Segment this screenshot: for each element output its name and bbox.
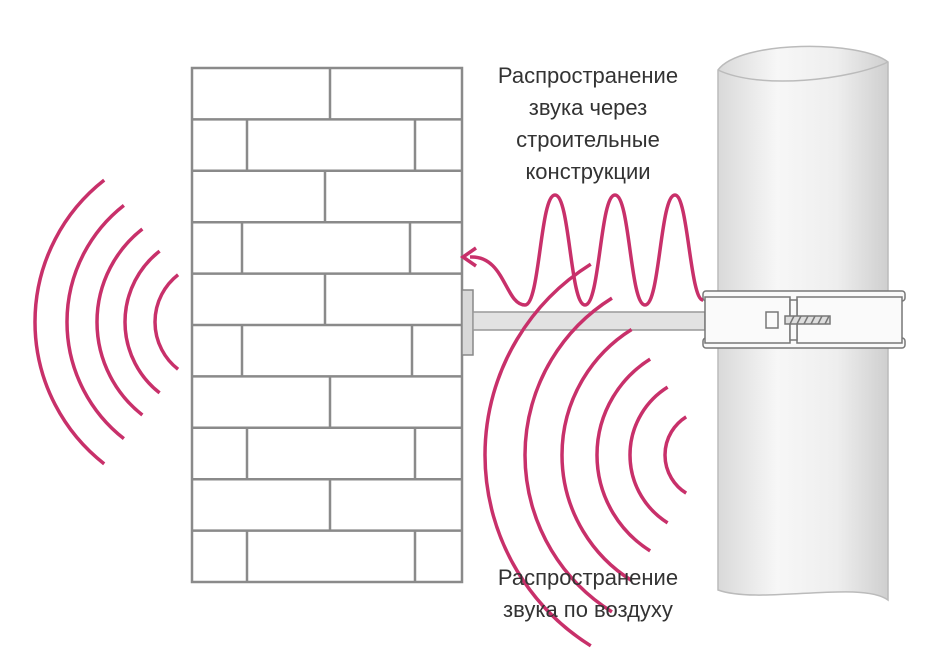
sound-wave-arc <box>123 249 161 395</box>
arrow-head-icon <box>459 246 477 268</box>
airborne-sound-waves <box>483 262 688 648</box>
wall-plate <box>461 289 474 356</box>
sound-wave-arc <box>95 227 144 417</box>
airborne-label: Распространение звука по воздуху <box>478 562 698 626</box>
label-line: Распространение <box>497 63 679 88</box>
label-line: конструкции <box>525 159 651 184</box>
brick-wall <box>190 66 464 584</box>
pipe-clamp <box>702 290 906 349</box>
sound-wave-arc <box>483 262 592 648</box>
structure-borne-label: Распространение звука через строительные… <box>478 60 698 188</box>
sound-wave-arc <box>663 415 688 495</box>
structure-borne-wave <box>469 193 704 307</box>
label-line: звука через <box>528 95 648 120</box>
sound-wave-arc <box>153 273 180 371</box>
sound-wave-arc <box>628 385 669 525</box>
sound-wave-arc <box>595 357 652 553</box>
sound-wave-arc <box>560 328 633 582</box>
label-line: Распространение <box>497 565 679 590</box>
label-line: звука по воздуху <box>503 597 673 622</box>
sound-wave-arc <box>523 296 613 614</box>
pipe-top-edge <box>717 61 889 82</box>
label-line: строительные <box>516 127 660 152</box>
sound-wave-arc <box>33 178 106 466</box>
wall-emitted-sound-waves <box>33 178 180 466</box>
sound-wave-arc <box>65 203 125 441</box>
